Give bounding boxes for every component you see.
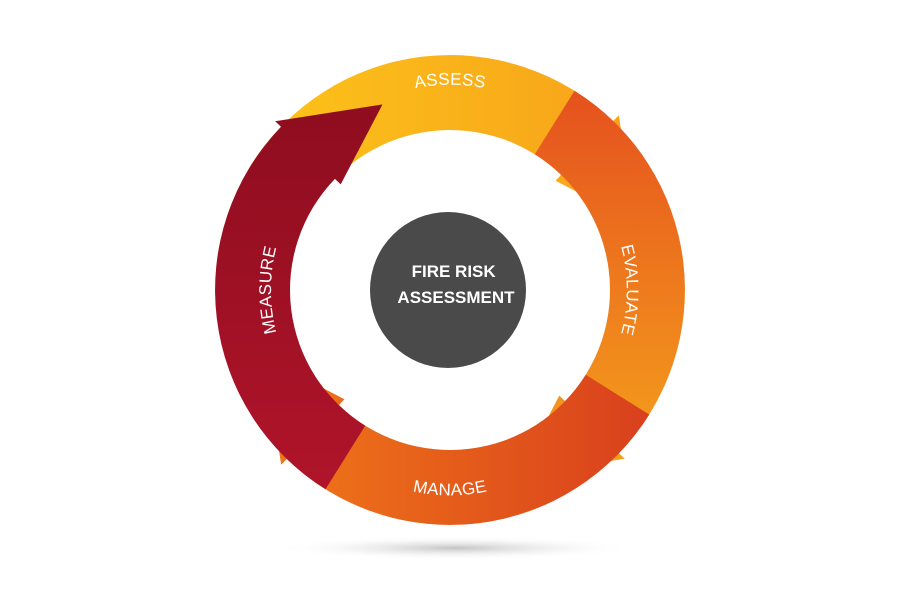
center-circle [370, 212, 526, 368]
svg-text:MEASURE: MEASURE [256, 244, 280, 336]
step-label-manage: MANAGE [412, 477, 488, 500]
arrow-evaluate [517, 90, 685, 476]
center-label-line-2: ASSESSMENT [397, 288, 515, 307]
arrow-measure [215, 104, 383, 490]
ground-shadow [275, 536, 635, 560]
step-label-measure: MEASURE [256, 244, 280, 336]
svg-text:MANAGE: MANAGE [412, 477, 488, 500]
center-label-line-1: FIRE RISK [412, 262, 497, 281]
svg-text:FIRE RISK ASSESSMENT: FIRE RISK ASSESSMENT [397, 262, 515, 307]
step-label-assess: ASSESS [413, 70, 487, 93]
arrow-assess [250, 55, 636, 223]
arrow-manage [264, 357, 650, 525]
svg-text:ASSESS: ASSESS [413, 70, 488, 93]
